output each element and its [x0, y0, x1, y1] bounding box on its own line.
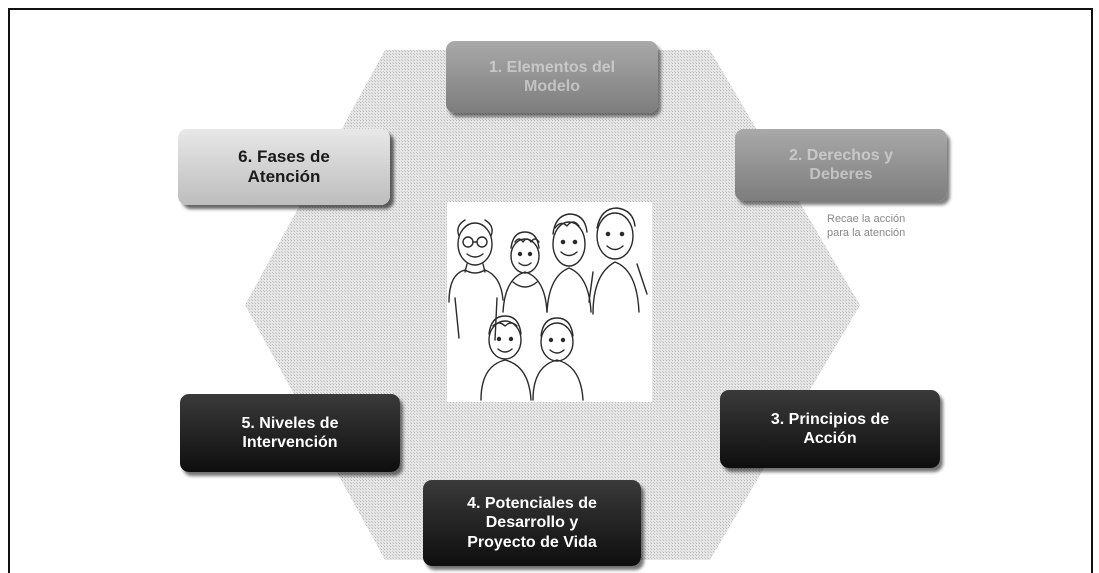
person-young-man — [588, 207, 648, 315]
box-label: 3. Principios de Acción — [770, 410, 890, 447]
box-label: 2. Derechos y Deberes — [788, 146, 894, 183]
box-label: 5. Niveles de Intervención — [241, 414, 339, 451]
box-principios-de-accion: 3. Principios de Acción — [720, 390, 940, 468]
box-elementos-del-modelo: 1. Elementos del Modelo — [446, 41, 658, 113]
person-grandma — [502, 231, 548, 313]
box-potenciales-de-desarrollo: 4. Potenciales de Desarrollo y Proyecto … — [423, 480, 641, 566]
person-child-left — [480, 315, 532, 401]
person-grandpa — [448, 219, 504, 341]
person-child-right — [532, 317, 584, 401]
family-drawing-image — [447, 202, 652, 402]
box-label: 4. Potenciales de Desarrollo y Proyecto … — [467, 495, 597, 551]
box-derechos-y-deberes: 2. Derechos y Deberes — [735, 129, 947, 201]
box-fases-de-atencion: 6. Fases de Atención — [178, 129, 390, 205]
box-niveles-de-intervencion: 5. Niveles de Intervención — [180, 394, 400, 472]
box-label: 1. Elementos del Modelo — [488, 58, 616, 95]
box-label: 6. Fases de Atención — [238, 146, 330, 186]
person-dad — [546, 213, 592, 313]
box-note: Recae la acción para la atención — [827, 213, 906, 239]
diagram-frame — [8, 8, 1093, 573]
